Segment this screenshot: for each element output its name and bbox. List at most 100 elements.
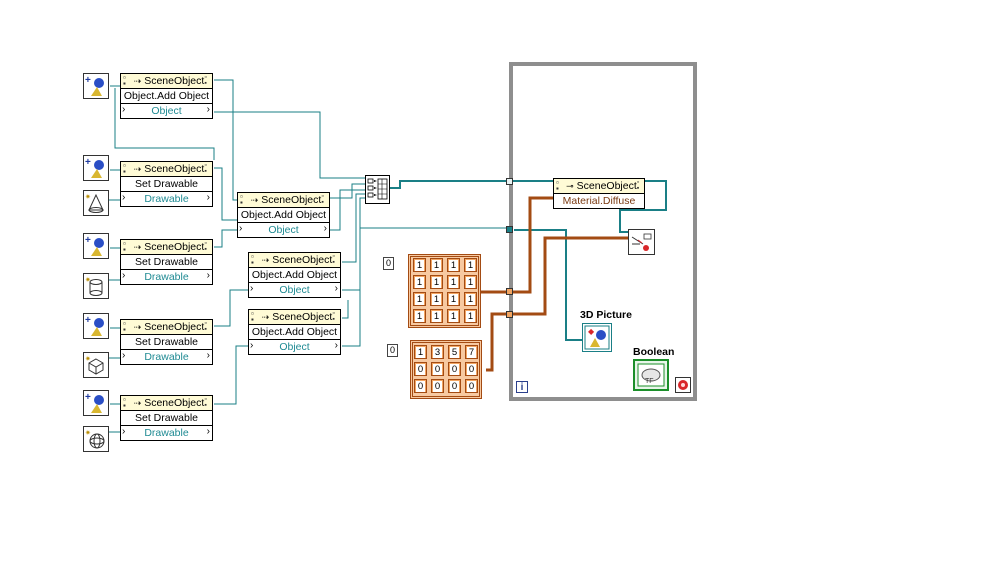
array-cell[interactable]: 1: [414, 345, 427, 359]
array-cell[interactable]: 1: [447, 258, 460, 272]
array-cell[interactable]: 1: [447, 292, 460, 306]
loop-tunnel[interactable]: [506, 178, 513, 185]
array-cell-value: 0: [416, 363, 425, 375]
wire: [330, 183, 366, 199]
sphere-drawable-icon[interactable]: ✷: [83, 426, 109, 452]
stop-condition-terminal[interactable]: [675, 377, 691, 393]
array-cell[interactable]: 0: [448, 362, 461, 376]
scene-object-constant-icon[interactable]: +: [83, 390, 109, 416]
wire: [214, 289, 248, 327]
array-cell[interactable]: 1: [413, 292, 426, 306]
array-cell[interactable]: 1: [413, 258, 426, 272]
array-cell-value: 5: [450, 346, 459, 358]
array-cell-value: 1: [416, 346, 425, 358]
array-cell-value: 1: [415, 259, 424, 271]
array-cell-value: 1: [449, 259, 458, 271]
invoke-node-set-drawable[interactable]: ▫▪⇢SceneObject▫▪ Set Drawable Drawable: [120, 239, 213, 285]
scene-object-constant-icon[interactable]: +: [83, 155, 109, 181]
svg-text:◆: ◆: [588, 327, 595, 336]
array-cell[interactable]: 1: [430, 309, 443, 323]
array-cell[interactable]: 0: [414, 379, 427, 393]
invoke-node-add-object[interactable]: ▫▪⇢SceneObject▫▪ Object.Add Object Objec…: [248, 252, 341, 298]
array-cell[interactable]: 1: [464, 309, 477, 323]
node-class-label: SceneObject: [576, 180, 637, 192]
array-cell-value: 1: [415, 293, 424, 305]
wire: [342, 227, 510, 347]
build-array-node[interactable]: [365, 175, 390, 204]
select-function-node[interactable]: [628, 229, 655, 255]
wire: [214, 111, 366, 179]
3d-picture-icon: ◆: [584, 325, 610, 350]
cone-drawable-icon[interactable]: ✷: [83, 190, 109, 216]
wire: [390, 180, 553, 189]
loop-tunnel[interactable]: [506, 311, 513, 318]
array-cell-value: 1: [449, 293, 458, 305]
array-cell[interactable]: 1: [430, 292, 443, 306]
3d-picture-terminal[interactable]: ◆: [582, 323, 612, 352]
scene-object-constant-icon[interactable]: +: [83, 73, 109, 99]
array-cell-value: 1: [466, 259, 475, 271]
wire: [214, 167, 237, 221]
array-cell-value: 1: [466, 276, 475, 288]
node-method-label: Object.Add Object: [251, 326, 338, 338]
array-cell[interactable]: 3: [431, 345, 444, 359]
invoke-node-set-drawable[interactable]: ▫▪⇢SceneObject▫▪ Set Drawable Drawable: [120, 319, 213, 365]
svg-text:✷: ✷: [85, 429, 91, 437]
node-input-label: Drawable: [121, 269, 212, 284]
array-cell[interactable]: 0: [414, 362, 427, 376]
select-icon: [631, 233, 652, 251]
boolean-control[interactable]: TF: [633, 359, 669, 391]
array-cell[interactable]: 1: [464, 258, 477, 272]
invoke-node-add-object[interactable]: ▫▪⇢SceneObject▫▪ Object.Add Object Objec…: [237, 192, 330, 238]
boolean-text: TF: [645, 378, 654, 385]
loop-tunnel[interactable]: [506, 288, 513, 295]
array-cell[interactable]: 0: [431, 362, 444, 376]
node-output-label: Object: [249, 282, 340, 297]
array-cell-value: 1: [432, 310, 441, 322]
array-cell-value: 7: [467, 346, 476, 358]
array-cell[interactable]: 1: [430, 258, 443, 272]
property-node-material-diffuse[interactable]: ▫▪⊸SceneObject▫▪ Material.Diffuse: [553, 178, 645, 209]
array-cell[interactable]: 0: [431, 379, 444, 393]
array-cell-value: 1: [466, 310, 475, 322]
array-cell[interactable]: 5: [448, 345, 461, 359]
svg-text:+: +: [85, 315, 91, 326]
node-class-label: SceneObject: [144, 397, 205, 409]
array-cell[interactable]: 0: [465, 362, 478, 376]
array-cell[interactable]: 1: [447, 309, 460, 323]
wire: [214, 229, 237, 248]
array-cell[interactable]: 1: [430, 275, 443, 289]
array-cell[interactable]: 1: [464, 292, 477, 306]
cylinder-drawable-icon[interactable]: ✷: [83, 273, 109, 299]
array-cell[interactable]: 1: [447, 275, 460, 289]
array-cell[interactable]: 0: [465, 379, 478, 393]
scene-object-constant-icon[interactable]: +: [83, 233, 109, 259]
node-output-label: Object: [121, 103, 212, 118]
box-drawable-icon[interactable]: ✷: [83, 352, 109, 378]
invoke-node-add-object[interactable]: ▫▪⇢SceneObject▫▪ Object.Add Object Objec…: [248, 309, 341, 355]
invoke-node-set-drawable[interactable]: ▫▪⇢SceneObject▫▪ Set Drawable Drawable: [120, 161, 213, 207]
loop-tunnel[interactable]: [506, 226, 513, 233]
node-class-label: SceneObject: [272, 311, 333, 323]
iteration-terminal: i: [516, 381, 528, 393]
invoke-node-add-object[interactable]: ▫▪⇢SceneObject▫▪ Object.Add Object Objec…: [120, 73, 213, 119]
array2-index[interactable]: 0: [387, 344, 399, 357]
boolean-label: Boolean: [633, 346, 675, 358]
array-cell-value: 3: [433, 346, 442, 358]
invoke-node-set-drawable[interactable]: ▫▪⇢SceneObject▫▪ Set Drawable Drawable: [120, 395, 213, 441]
scene-object-constant-icon[interactable]: +: [83, 313, 109, 339]
node-input-label: Drawable: [121, 191, 212, 206]
svg-text:✷: ✷: [85, 193, 91, 201]
array-cell[interactable]: 1: [464, 275, 477, 289]
array-cell[interactable]: 1: [413, 309, 426, 323]
wire: [330, 189, 366, 231]
array-cell[interactable]: 1: [413, 275, 426, 289]
svg-text:+: +: [85, 392, 91, 403]
array-cell[interactable]: 7: [465, 345, 478, 359]
array-cell-value: 1: [449, 276, 458, 288]
array-cell[interactable]: 0: [448, 379, 461, 393]
array1-index[interactable]: 0: [383, 257, 395, 270]
wire: [619, 180, 667, 233]
